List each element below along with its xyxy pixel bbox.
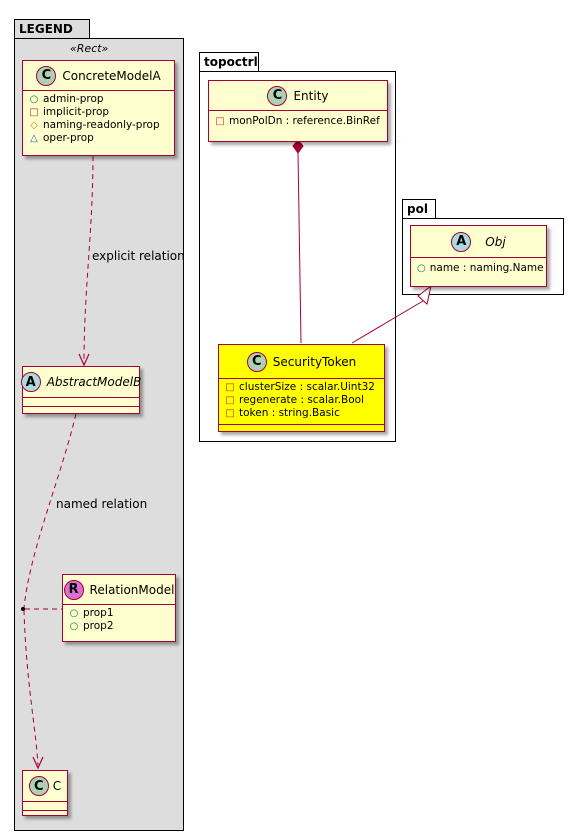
named-relation-label: named relation: [56, 497, 148, 511]
class-name: AbstractModelB: [46, 375, 142, 389]
public-visibility-icon: ○: [417, 263, 426, 274]
class-badge-icon: C: [246, 351, 267, 372]
inheritance-line: [351, 300, 424, 344]
inheritance-triangle-icon: [417, 284, 432, 305]
attribute-text: name : naming.Name: [429, 262, 544, 274]
security-token-header: C SecurityToken: [219, 345, 384, 378]
relation-junction-point: [21, 607, 25, 611]
class-name: ConcreteModelA: [62, 68, 161, 83]
public-visibility-icon: ○: [69, 621, 79, 632]
concrete-model-a-class[interactable]: C ConcreteModelA ○ admin-prop □ implicit…: [22, 60, 175, 156]
c-header: C C: [23, 771, 67, 801]
attribute-row: □ monPolDn : reference.BinRef: [215, 115, 381, 128]
protected-visibility-icon: ◇: [30, 120, 38, 131]
attribute-text: admin-prop: [43, 93, 104, 105]
class-badge-icon: C: [28, 776, 49, 796]
abstract-model-b-class[interactable]: A AbstractModelB: [20, 366, 142, 414]
named-relation-line-lower: [23, 609, 39, 766]
pol-package-label: pol: [407, 202, 428, 216]
attribute-text: implicit-prop: [43, 106, 110, 118]
obj-header: A Obj: [411, 226, 546, 257]
class-name: SecurityToken: [272, 354, 357, 369]
attribute-row: ○ prop2: [69, 620, 169, 633]
topoctrl-package-tab: topoctrl: [199, 52, 259, 72]
relation-model-header: R RelationModel: [63, 575, 175, 604]
security-token-class[interactable]: C SecurityToken □ clusterSize : scalar.U…: [218, 344, 385, 432]
explicit-relation-line: [83, 155, 94, 363]
named-relation-arrowhead: [32, 756, 44, 770]
security-token-attributes: □ clusterSize : scalar.Uint32 □ regenera…: [219, 379, 384, 422]
legend-package: [14, 38, 184, 831]
attribute-text: regenerate : scalar.Bool: [239, 394, 365, 406]
relation-model-class[interactable]: R RelationModel ○ prop1 ○ prop2: [62, 574, 176, 642]
package-visibility-icon: △: [30, 133, 38, 144]
entity-attributes: □ monPolDn : reference.BinRef: [209, 111, 387, 130]
attribute-row: ○ prop1: [69, 607, 169, 620]
attribute-text: clusterSize : scalar.Uint32: [239, 381, 375, 393]
class-badge-icon: C: [36, 65, 57, 86]
private-visibility-icon: □: [225, 408, 235, 419]
attribute-row: □ clusterSize : scalar.Uint32: [225, 381, 378, 394]
composition-line: [297, 151, 302, 344]
attribute-row: □ token : string.Basic: [225, 407, 378, 420]
attribute-row: ○ name : naming.Name: [417, 262, 544, 275]
public-visibility-icon: ○: [29, 94, 39, 105]
explicit-relation-label: explicit relation: [92, 249, 185, 263]
attribute-row: ◇ naming-readonly-prop: [29, 119, 168, 132]
public-visibility-icon: ○: [69, 608, 79, 619]
class-name: C: [52, 779, 62, 793]
attribute-text: monPolDn : reference.BinRef: [229, 115, 380, 127]
pol-package-tab: pol: [402, 199, 436, 219]
explicit-relation-arrowhead: [78, 353, 90, 367]
private-visibility-icon: □: [29, 107, 39, 118]
obj-class[interactable]: A Obj ○ name : naming.Name: [410, 225, 547, 287]
attribute-row: △ oper-prop: [29, 132, 168, 145]
attribute-row: □ regenerate : scalar.Bool: [225, 394, 378, 407]
private-visibility-icon: □: [225, 382, 235, 393]
entity-class[interactable]: C Entity □ monPolDn : reference.BinRef: [208, 80, 388, 142]
private-visibility-icon: □: [215, 116, 225, 127]
abstract-badge-icon: A: [20, 372, 41, 392]
legend-package-tab: LEGEND: [14, 19, 90, 39]
relation-model-attributes: ○ prop1 ○ prop2: [63, 605, 175, 635]
attribute-text: prop1: [83, 607, 114, 619]
c-class[interactable]: C C: [22, 770, 68, 816]
class-name: Obj: [485, 234, 506, 249]
abstract-model-b-header: A AbstractModelB: [20, 367, 142, 397]
abstract-badge-icon: A: [451, 231, 472, 252]
legend-package-label: LEGEND: [19, 22, 73, 36]
class-name: RelationModel: [89, 582, 175, 597]
class-badge-icon: C: [267, 85, 288, 106]
entity-header: C Entity: [209, 81, 387, 110]
attribute-text: naming-readonly-prop: [43, 119, 160, 131]
legend-stereotype: «Rect»: [70, 42, 109, 55]
topoctrl-package-label: topoctrl: [204, 55, 258, 69]
relation-badge-icon: R: [63, 579, 84, 600]
attribute-row: □ implicit-prop: [29, 106, 168, 119]
obj-attributes: ○ name : naming.Name: [411, 258, 546, 277]
attribute-row: ○ admin-prop: [29, 93, 168, 106]
concrete-model-a-header: C ConcreteModelA: [23, 61, 174, 90]
attribute-text: oper-prop: [43, 132, 94, 144]
class-name: Entity: [293, 88, 329, 103]
composition-diamond-icon: [292, 139, 304, 154]
concrete-model-a-attributes: ○ admin-prop □ implicit-prop ◇ naming-re…: [23, 91, 174, 147]
private-visibility-icon: □: [225, 395, 235, 406]
attribute-text: prop2: [83, 620, 114, 632]
attribute-text: token : string.Basic: [239, 407, 340, 419]
